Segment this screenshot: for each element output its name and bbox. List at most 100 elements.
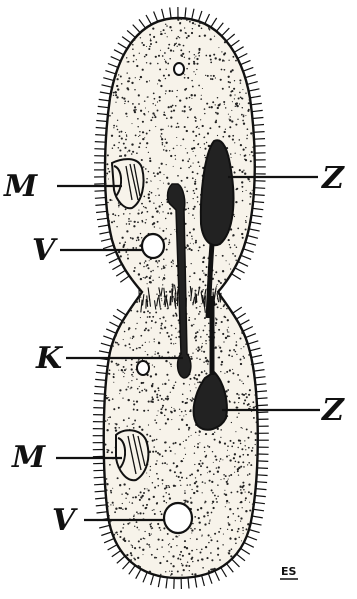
stipple-dot	[134, 89, 135, 90]
stipple-dot	[223, 534, 224, 535]
stipple-dot	[234, 466, 235, 467]
stipple-dot	[169, 362, 170, 363]
stipple-dot	[231, 110, 232, 111]
stipple-dot	[102, 138, 104, 140]
stipple-dot	[162, 55, 164, 57]
stipple-dot	[190, 502, 192, 504]
stipple-dot	[195, 374, 197, 376]
stipple-dot	[127, 386, 129, 388]
stipple-dot	[121, 237, 123, 239]
cilium	[95, 142, 106, 143]
stipple-dot	[180, 167, 182, 169]
stipple-dot	[149, 533, 151, 535]
stipple-dot	[124, 299, 126, 301]
stipple-dot	[176, 43, 177, 44]
stipple-dot	[104, 90, 106, 92]
stipple-dot	[124, 373, 125, 374]
stipple-dot	[177, 90, 178, 91]
stipple-dot	[252, 39, 253, 40]
stipple-dot	[109, 282, 110, 283]
stipple-dot	[221, 361, 223, 363]
stipple-dot	[228, 114, 229, 115]
stipple-dot	[149, 546, 150, 547]
stipple-dot	[212, 101, 214, 103]
stipple-dot	[252, 401, 254, 403]
stipple-dot	[127, 257, 129, 259]
stipple-dot	[224, 316, 226, 318]
stipple-dot	[200, 98, 202, 100]
stipple-dot	[195, 135, 197, 137]
stipple-dot	[127, 89, 129, 91]
stipple-dot	[239, 103, 240, 104]
stipple-dot	[231, 579, 233, 581]
stipple-dot	[258, 81, 259, 82]
stipple-dot	[153, 203, 154, 204]
stipple-dot	[254, 561, 256, 563]
stipple-dot	[133, 427, 135, 429]
label-z-lower: Z	[321, 393, 345, 428]
stipple-dot	[238, 97, 240, 99]
stipple-dot	[162, 539, 164, 541]
stipple-dot	[166, 164, 167, 165]
stipple-dot	[102, 536, 104, 538]
stipple-dot	[217, 484, 219, 486]
stipple-dot	[239, 456, 241, 458]
cilium	[240, 320, 250, 325]
stipple-dot	[102, 144, 104, 146]
stipple-dot	[170, 343, 172, 345]
stipple-dot	[136, 152, 138, 154]
stipple-dot	[120, 155, 122, 157]
stipple-dot	[197, 350, 199, 352]
stipple-dot	[150, 39, 151, 40]
stipple-dot	[198, 55, 200, 57]
stipple-dot	[132, 349, 134, 351]
stipple-dot	[181, 180, 183, 182]
stipple-dot	[191, 80, 192, 81]
cilium	[98, 106, 109, 107]
stipple-dot	[245, 71, 246, 72]
cilium	[256, 482, 267, 483]
stipple-dot	[136, 310, 138, 312]
stipple-dot	[165, 90, 167, 92]
stipple-dot	[230, 440, 232, 442]
stipple-dot	[250, 192, 251, 193]
stipple-dot	[234, 453, 236, 455]
stipple-dot	[254, 50, 256, 52]
stipple-dot	[248, 20, 249, 21]
stipple-dot	[150, 271, 152, 273]
stipple-dot	[223, 18, 225, 20]
stipple-dot	[175, 105, 177, 107]
cilium	[234, 47, 243, 53]
stipple-dot	[108, 423, 110, 425]
stipple-dot	[145, 328, 147, 330]
cilium	[236, 554, 245, 561]
stipple-dot	[163, 114, 165, 116]
stipple-dot	[174, 355, 176, 357]
stipple-dot	[118, 204, 120, 206]
stipple-dot	[105, 420, 107, 422]
stipple-dot	[128, 329, 130, 331]
stipple-dot	[195, 56, 196, 57]
cilium	[254, 132, 265, 133]
stipple-dot	[210, 38, 212, 40]
stipple-dot	[227, 529, 228, 530]
stipple-dot	[143, 492, 145, 494]
stipple-dot	[114, 574, 116, 576]
stipple-dot	[220, 371, 221, 372]
stipple-dot	[182, 110, 184, 112]
cilium	[96, 211, 107, 212]
stipple-dot	[116, 578, 118, 580]
cilium	[243, 249, 253, 253]
stipple-dot	[168, 493, 170, 495]
stipple-dot	[237, 374, 239, 376]
stipple-dot	[248, 447, 250, 449]
stipple-dot	[123, 376, 124, 377]
stipple-dot	[232, 41, 233, 42]
stipple-dot	[247, 135, 248, 136]
stipple-dot	[237, 447, 238, 448]
stipple-dot	[157, 266, 158, 267]
stipple-dot	[130, 337, 131, 338]
stipple-dot	[245, 344, 246, 345]
cilium	[101, 532, 111, 536]
stipple-dot	[141, 429, 143, 431]
